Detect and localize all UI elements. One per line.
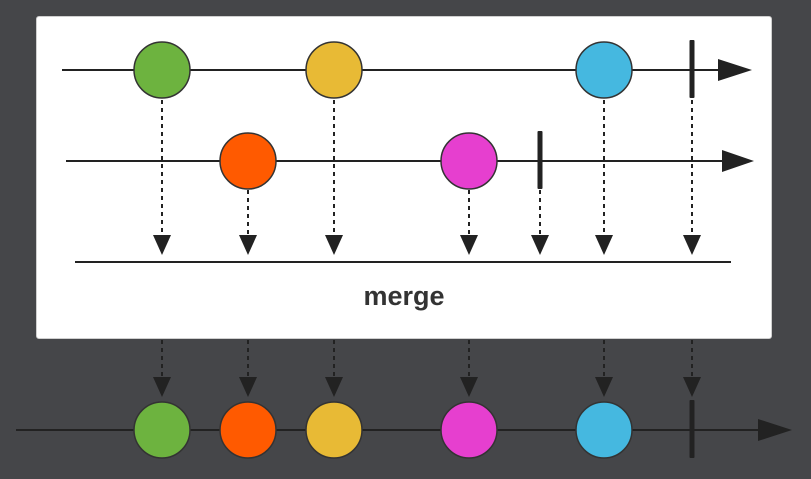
input_2-marble-orange bbox=[219, 132, 277, 190]
input_1-marble-green bbox=[133, 41, 191, 99]
operator-label: merge bbox=[363, 281, 445, 311]
output-arrow-3-head bbox=[460, 377, 478, 397]
output-marble-cyan bbox=[575, 401, 633, 459]
output-marble-green bbox=[133, 401, 191, 459]
output-marble-orange bbox=[219, 401, 277, 459]
output-arrow-0-head bbox=[153, 377, 171, 397]
input-arrow-0-head bbox=[153, 235, 171, 255]
output-marble-magenta bbox=[440, 401, 498, 459]
output-marble-yellow bbox=[305, 401, 363, 459]
input-arrow-2-head bbox=[325, 235, 343, 255]
output-arrow-2-head bbox=[325, 377, 343, 397]
input_1-marble-yellow bbox=[305, 41, 363, 99]
input-arrow-3-head bbox=[460, 235, 478, 255]
output-arrow-1-head bbox=[239, 377, 257, 397]
input_1-arrowhead bbox=[718, 59, 752, 81]
input_2-arrowhead bbox=[722, 150, 754, 172]
output-arrow-4-head bbox=[595, 377, 613, 397]
output-arrow-5-head bbox=[683, 377, 701, 397]
input_2-marble-magenta bbox=[440, 132, 498, 190]
output-arrowhead bbox=[758, 419, 792, 441]
input_2-completion-bar bbox=[537, 131, 543, 189]
input-arrow-1-head bbox=[239, 235, 257, 255]
input-arrow-6-head bbox=[683, 235, 701, 255]
output-completion-bar bbox=[689, 400, 695, 458]
input_1-marble-cyan bbox=[575, 41, 633, 99]
input-arrow-4-head bbox=[531, 235, 549, 255]
input_1-completion-bar bbox=[689, 40, 695, 98]
input-arrow-5-head bbox=[595, 235, 613, 255]
